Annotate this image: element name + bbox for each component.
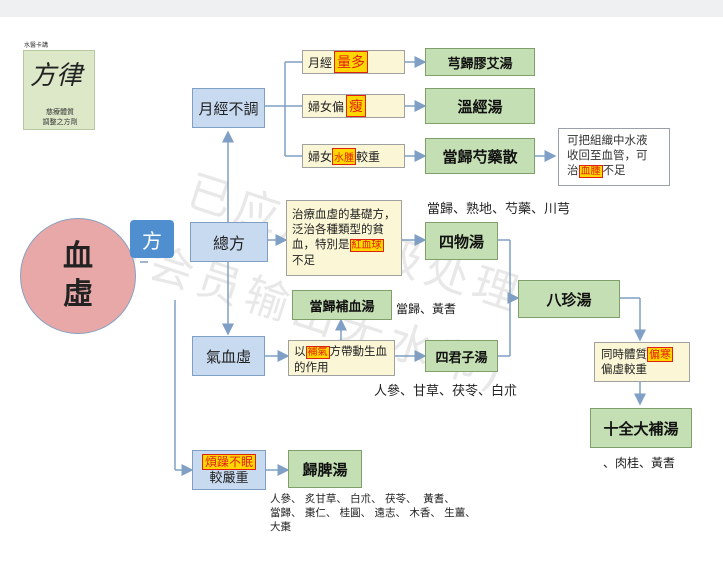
note-siwu-line-4: 不足 [292,253,315,267]
category-severe: 煩躁不眠 較嚴重 [192,450,266,490]
note-siwu-line-3-prefix: 血，特別是 [292,237,350,251]
formula-gui-pi: 歸脾湯 [288,450,362,488]
logo-header: 水醫卡講 [24,42,49,49]
note-f3-line-3-prefix: 治 [567,163,579,177]
condition-heavy-menses: 月經 量多 [302,50,405,74]
note-shi-quan: 同時體質偏寒 偏虛較重 [594,342,690,382]
category-menstrual: 月經不調 [192,88,265,128]
note-qixue-line-2: 的作用 [294,360,329,374]
root-line-1: 血 [63,239,93,274]
logo-subtitle-1: 慈療體質 [46,108,74,116]
note-siwu-line-1: 治療血虛的基礎方， [292,207,396,221]
ingredients-gui-pi-line-3: 大棗 [270,521,291,533]
ingredients-shi-quan: 、肉桂、黃耆 [603,456,676,470]
formula-si-jun-zi: 四君子湯 [425,340,498,372]
ingredients-dang-gui-bu-xue: 當歸、黃耆 [396,302,457,316]
severe-highlight: 煩躁不眠 [201,453,256,470]
note-shiquan-line-2: 偏虛較重 [601,362,647,376]
note-shiquan-prefix: 同時體質 [601,347,647,361]
logo: 方律 慈療體質 調整之方劑 [23,50,95,130]
condition-2-highlight: 瘦 [346,95,367,117]
note-f3-line-2: 收回至血管，可 [567,148,648,162]
root-line-2: 虛 [63,277,93,312]
formula-xiong-gui-jiao-ai: 芎歸膠艾湯 [425,48,535,76]
logo-calligraphy: 方律 [30,61,83,91]
ingredients-gui-pi-line-1: 人參、 炙甘草、 白朮、 茯苓、 黃耆、 [270,493,455,505]
note-qixue-suffix: 方帶動生血 [329,344,388,358]
formula-dang-gui-bu-xue: 當歸補血湯 [292,290,392,320]
condition-edema: 婦女 水腫 較重 [302,144,405,168]
root-node-blood-deficiency: 血 虛 [20,218,136,334]
condition-3-suffix: 較重 [356,149,381,164]
note-f3-line-3-suffix: 不足 [602,163,626,177]
fang-tag: 方 [130,220,174,258]
condition-1-highlight: 量多 [334,51,369,73]
condition-3-highlight: 水腫 [332,147,357,165]
note-qi-xue: 以補氣方帶動生血 的作用 [288,340,395,376]
note-dang-gui-shao-yao: 可把組織中水液 收回至血管，可 治血腫不足 [558,128,670,186]
logo-subtitle-2: 調整之方劑 [42,118,78,126]
general-formula-node: 總方 [190,222,268,262]
note-qixue-highlight: 補氣 [305,346,330,359]
condition-2-prefix: 婦女偏 [308,99,345,114]
note-qixue-prefix: 以 [294,344,306,358]
formula-si-wu: 四物湯 [425,222,498,260]
note-si-wu: 治療血虛的基礎方， 泛治各種類型的貧 血，特別是紅血球 不足 [286,200,402,276]
note-shiquan-highlight: 偏寒 [647,347,673,362]
note-f3-line-1: 可把組織中水液 [567,133,648,147]
note-f3-highlight: 血腫 [578,165,603,178]
formula-dang-gui-shao-yao: 當歸芍藥散 [425,138,535,174]
note-siwu-highlight: 紅血球 [349,239,384,252]
formula-shi-quan-da-bu: 十全大補湯 [590,408,692,448]
ingredients-gui-pi-line-2: 當歸、 棗仁、 桂圓、 遠志、 木香、 生薑、 [270,507,476,519]
note-siwu-line-2: 泛治各種類型的貧 [292,222,384,236]
formula-wen-jing: 溫經湯 [425,88,535,124]
top-bar [0,0,723,17]
ingredients-si-wu: 當歸、熟地、芍藥、川芎 [427,202,571,217]
condition-3-prefix: 婦女 [308,149,333,164]
ingredients-si-jun-zi: 人參、甘草、茯苓、白朮 [374,384,518,399]
formula-ba-zhen: 八珍湯 [518,280,620,318]
condition-1-prefix: 月經 [308,55,333,70]
condition-thin: 婦女偏 瘦 [302,94,405,118]
severe-label: 較嚴重 [209,470,249,486]
category-qi-blood: 氣血虛 [192,336,265,376]
